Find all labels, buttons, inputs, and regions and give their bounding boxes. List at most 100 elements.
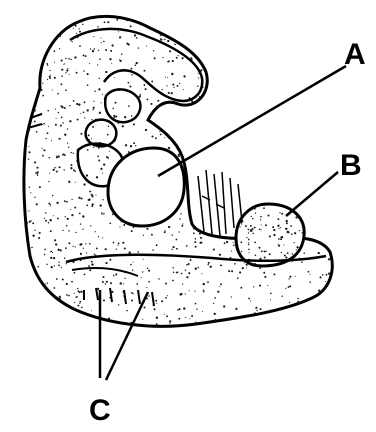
stipple-dot xyxy=(313,130,314,131)
stipple-dot xyxy=(331,232,333,234)
stipple-dot xyxy=(183,307,185,309)
stipple-dot xyxy=(156,323,158,325)
stipple-dot xyxy=(245,157,247,159)
stipple-dot xyxy=(309,274,310,275)
stipple-dot xyxy=(51,266,53,268)
stipple-dot xyxy=(239,103,240,104)
stipple-dot xyxy=(185,34,187,36)
stipple-dot xyxy=(222,30,223,31)
stipple-dot xyxy=(192,116,194,118)
stipple-dot xyxy=(259,228,261,230)
stipple-dot xyxy=(68,295,70,297)
stipple-dot xyxy=(42,95,44,97)
stipple-dot xyxy=(82,229,83,230)
stipple-dot xyxy=(261,41,262,42)
stipple-dot xyxy=(134,34,136,36)
stipple-dot xyxy=(182,13,183,14)
stipple-dot xyxy=(56,202,58,204)
stipple-dot xyxy=(70,152,71,153)
stipple-dot xyxy=(273,273,275,275)
stipple-dot xyxy=(68,58,70,60)
stipple-dot xyxy=(39,186,41,188)
stipple-dot xyxy=(122,125,124,127)
stipple-dot xyxy=(238,213,240,215)
stipple-dot xyxy=(155,300,157,302)
stipple-dot xyxy=(264,11,266,13)
stipple-dot xyxy=(41,24,43,26)
stipple-dot xyxy=(22,147,24,149)
stipple-dot xyxy=(29,220,31,222)
stipple-dot xyxy=(205,58,207,60)
stipple-dot xyxy=(150,103,152,105)
stipple-dot xyxy=(52,195,53,196)
stipple-dot xyxy=(216,188,217,189)
stipple-dot xyxy=(179,308,181,310)
stipple-dot xyxy=(182,283,183,284)
stipple-dot xyxy=(272,188,273,189)
stipple-dot xyxy=(188,272,190,274)
stipple-dot xyxy=(105,262,107,264)
stipple-dot xyxy=(284,148,285,149)
stipple-dot xyxy=(164,314,165,315)
stipple-dot xyxy=(176,106,177,107)
stipple-dot xyxy=(28,151,30,153)
stipple-dot xyxy=(88,199,90,201)
stipple-dot xyxy=(234,127,236,129)
stipple-dot xyxy=(130,264,132,266)
stipple-dot xyxy=(334,79,336,81)
stipple-dot xyxy=(23,58,25,60)
stipple-dot xyxy=(291,233,293,235)
stipple-dot xyxy=(325,306,327,308)
stipple-dot xyxy=(102,199,103,200)
stipple-dot xyxy=(75,10,76,11)
stipple-dot xyxy=(25,70,26,71)
stipple-dot xyxy=(248,31,250,33)
stipple-dot xyxy=(236,65,237,66)
stipple-dot xyxy=(331,68,332,69)
stipple-dot xyxy=(248,252,249,253)
stipple-dot xyxy=(275,189,277,191)
stipple-dot xyxy=(34,230,35,231)
stipple-dot xyxy=(203,291,204,292)
stipple-dot xyxy=(333,328,334,329)
stipple-dot xyxy=(286,177,287,178)
stipple-dot xyxy=(228,270,230,272)
stipple-dot xyxy=(260,219,261,220)
stipple-dot xyxy=(289,10,291,12)
stipple-dot xyxy=(73,19,75,21)
stipple-dot xyxy=(258,60,259,61)
stipple-dot xyxy=(20,324,21,325)
stipple-dot xyxy=(290,64,292,66)
stipple-dot xyxy=(201,273,202,274)
stipple-dot xyxy=(230,34,232,36)
stipple-dot xyxy=(189,318,190,319)
stipple-dot xyxy=(79,303,80,304)
stipple-dot xyxy=(309,281,311,283)
stipple-dot xyxy=(52,89,53,90)
stipple-dot xyxy=(282,202,284,204)
stipple-dot xyxy=(73,100,75,102)
stipple-dot xyxy=(39,313,41,315)
stipple-dot xyxy=(239,271,241,273)
stipple-dot xyxy=(109,259,111,261)
stipple-dot xyxy=(273,103,274,104)
stipple-dot xyxy=(57,218,59,220)
stipple-dot xyxy=(314,325,315,326)
stipple-dot xyxy=(194,186,196,188)
stipple-dot xyxy=(79,45,81,47)
stipple-dot xyxy=(197,54,198,55)
stipple-dot xyxy=(302,189,303,190)
stipple-dot xyxy=(276,339,278,341)
stipple-dot xyxy=(59,166,61,168)
stipple-dot xyxy=(326,297,328,299)
stipple-dot xyxy=(124,116,126,118)
stipple-dot xyxy=(96,176,98,178)
stipple-dot xyxy=(66,263,67,264)
stipple-dot xyxy=(98,50,99,51)
stipple-dot xyxy=(198,73,199,74)
stipple-dot xyxy=(225,205,227,207)
stipple-dot xyxy=(119,328,120,329)
stipple-dot xyxy=(224,48,226,50)
stipple-dot xyxy=(293,309,295,311)
stipple-dot xyxy=(93,36,94,37)
